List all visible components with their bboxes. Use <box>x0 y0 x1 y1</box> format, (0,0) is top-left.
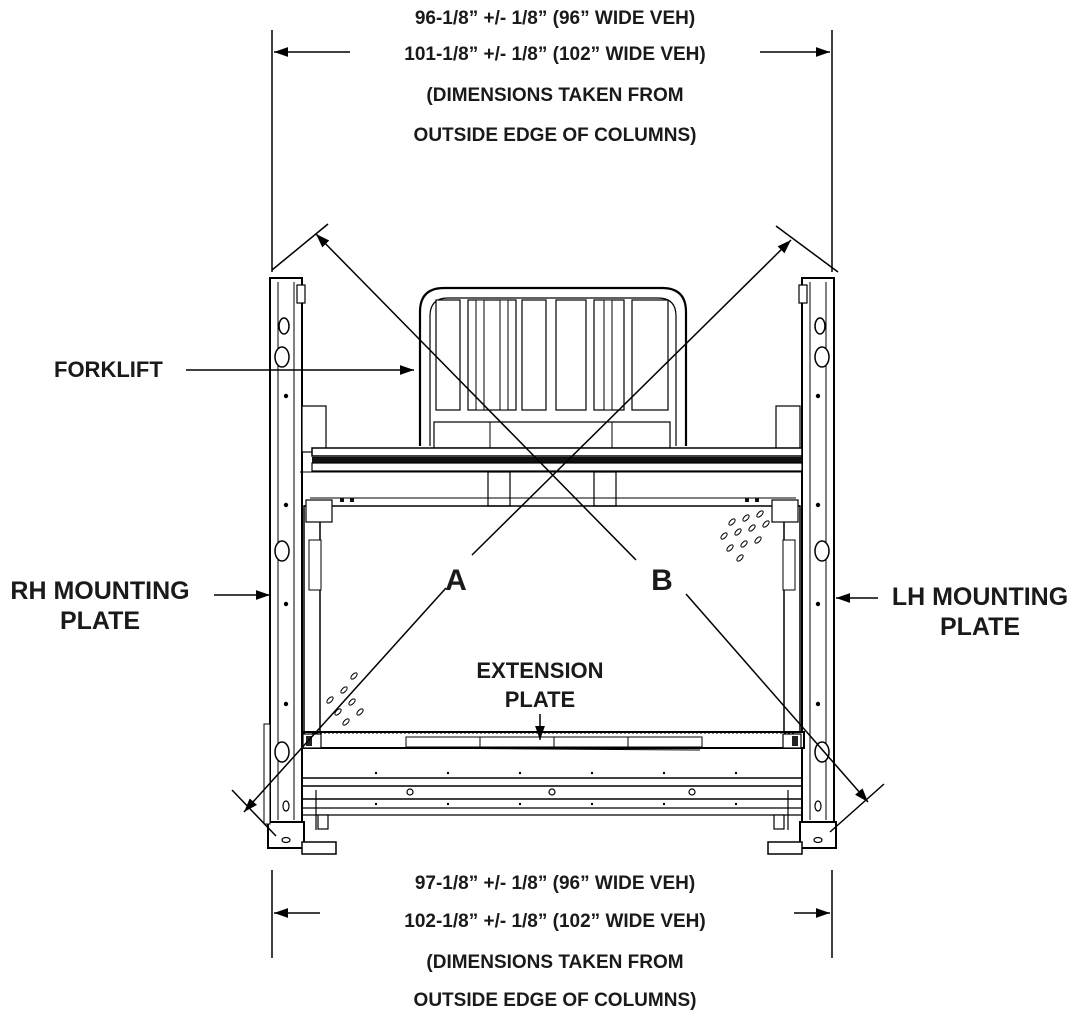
rh-plate-label-line-2: PLATE <box>60 607 140 635</box>
diagonal-b-label: B <box>651 564 673 597</box>
diag-b-arrow-lower <box>685 593 869 803</box>
diag-b-arrow-upper <box>315 233 637 561</box>
diag-a-arrow-lower <box>243 587 447 813</box>
extension-plate-label-line-1: EXTENSION <box>476 658 603 683</box>
diagonal-a-label: A <box>445 564 467 597</box>
lh-plate-label-line-1: LH MOUNTING <box>892 583 1068 611</box>
diag-a-extension-bottom <box>231 789 277 837</box>
platform <box>302 498 805 830</box>
diag-a-arrow-upper <box>471 239 792 556</box>
diag-a-extension-top <box>775 225 839 273</box>
diagonal-a: A <box>231 225 839 837</box>
top-note-line-1: (DIMENSIONS TAKEN FROM <box>426 85 683 106</box>
lh-plate-callout: LH MOUNTING PLATE <box>836 583 1068 641</box>
diag-b-extension-top <box>271 223 329 271</box>
bottom-note-line-2: OUTSIDE EDGE OF COLUMNS) <box>414 990 697 1011</box>
top-dim-text-102: 101-1/8” +/- 1/8” (102” WIDE VEH) <box>404 44 705 65</box>
bottom-note-line-1: (DIMENSIONS TAKEN FROM <box>426 952 683 973</box>
rh-plate-callout: RH MOUNTING PLATE <box>10 577 270 635</box>
diag-b-extension-bottom <box>829 783 885 833</box>
forklift <box>300 286 803 507</box>
extension-plate-callout: EXTENSION PLATE <box>476 658 604 740</box>
bottom-dim-text-96: 97-1/8” +/- 1/8” (96” WIDE VEH) <box>415 873 695 894</box>
bottom-dimension: 97-1/8” +/- 1/8” (96” WIDE VEH) 102-1/8”… <box>271 870 833 1011</box>
top-note-line-2: OUTSIDE EDGE OF COLUMNS) <box>414 125 697 146</box>
top-dim-text-96: 96-1/8” +/- 1/8” (96” WIDE VEH) <box>415 8 695 29</box>
rh-plate-label-line-1: RH MOUNTING <box>10 577 189 605</box>
bottom-dim-text-102: 102-1/8” +/- 1/8” (102” WIDE VEH) <box>404 911 705 932</box>
lh-plate-label-line-2: PLATE <box>940 613 1020 641</box>
lh-column <box>767 277 837 855</box>
top-dimension: 96-1/8” +/- 1/8” (96” WIDE VEH) 101-1/8”… <box>271 8 833 272</box>
extension-plate-label-line-2: PLATE <box>505 687 575 712</box>
forklift-label: FORKLIFT <box>54 357 163 382</box>
forklift-callout: FORKLIFT <box>54 357 414 382</box>
diagonal-b: B <box>271 223 885 833</box>
rh-column <box>263 277 337 855</box>
